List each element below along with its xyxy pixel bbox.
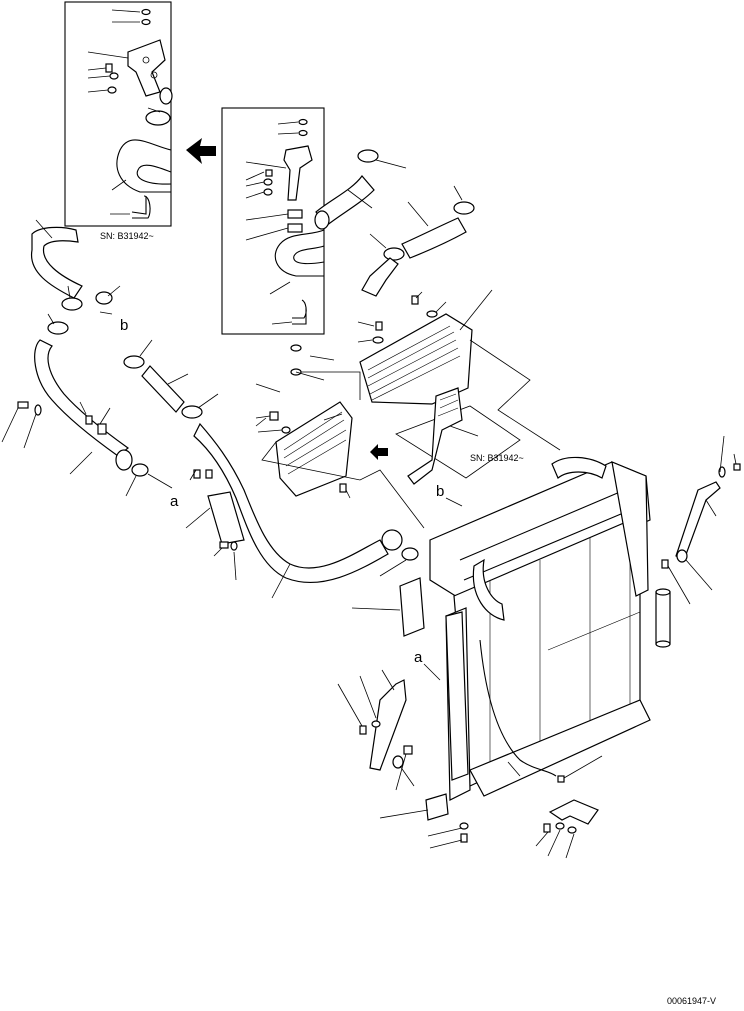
radiator xyxy=(337,435,741,859)
callout-b-right: b xyxy=(436,483,444,500)
left-hose-assembly xyxy=(1,219,419,599)
inset-top-left: SN: B31942~ xyxy=(64,1,173,241)
callout-a-left: a xyxy=(170,493,179,510)
guard-assembly xyxy=(255,289,561,529)
drawing-id: 00061947-V xyxy=(667,996,716,1006)
direction-arrow-icon xyxy=(186,138,216,164)
inset-right: SN: B31942~ xyxy=(370,387,524,485)
callout-b-left: b xyxy=(120,317,128,334)
serial-note-right: SN: B31942~ xyxy=(470,453,524,463)
callout-a-right: a xyxy=(414,649,423,666)
serial-note-top: SN: B31942~ xyxy=(100,231,154,241)
upper-hoses xyxy=(314,149,475,297)
inset-center xyxy=(221,107,325,335)
